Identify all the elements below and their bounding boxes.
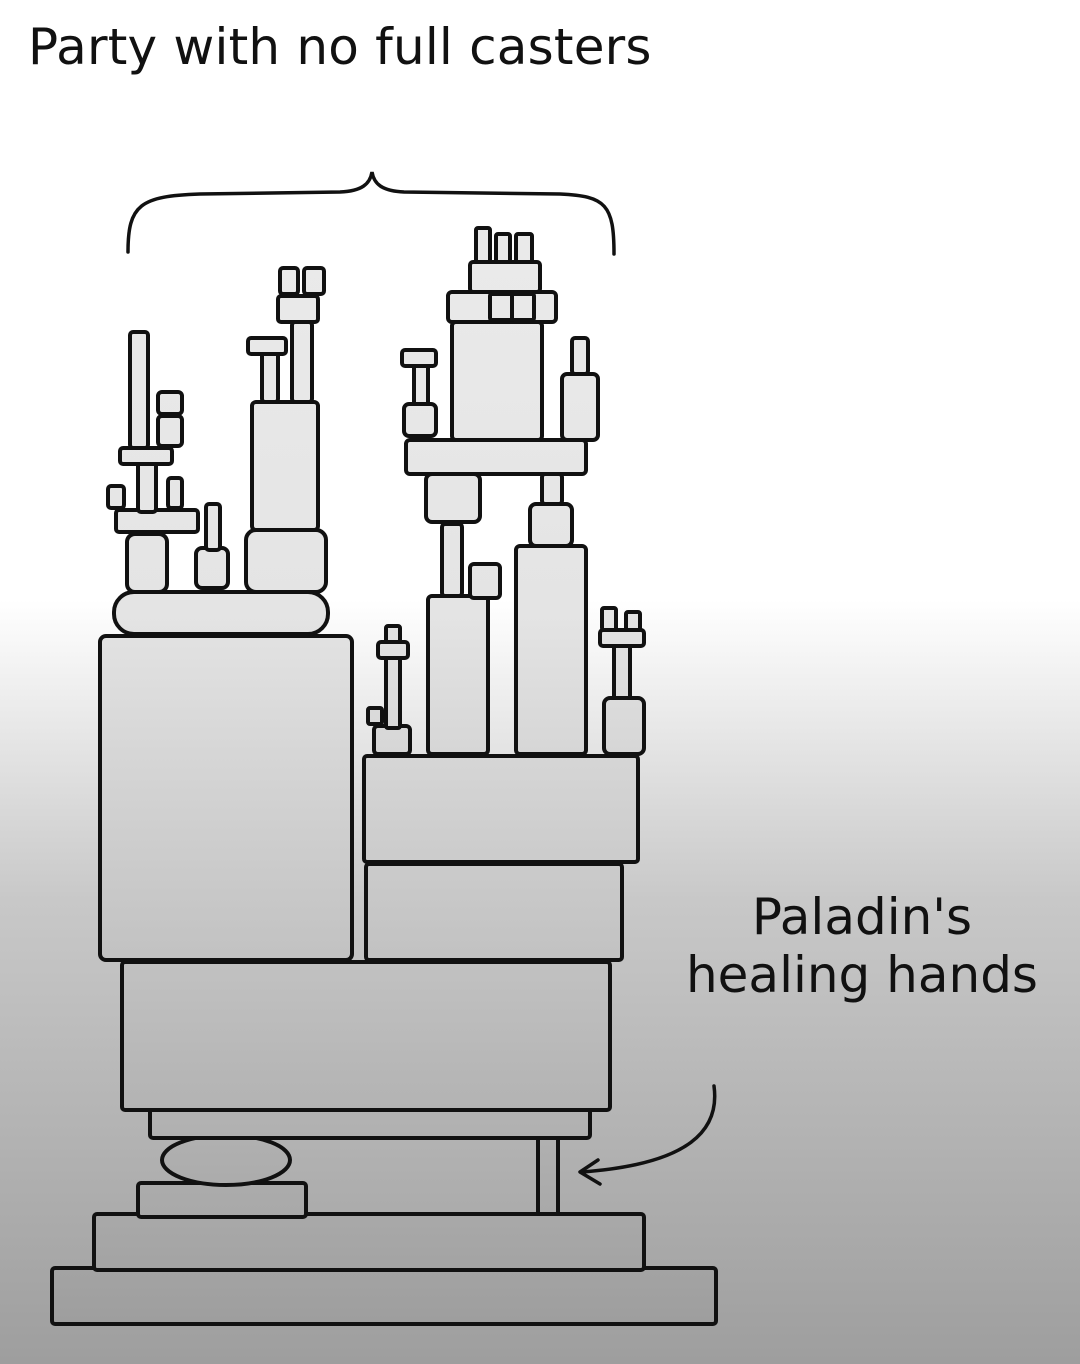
left-bottle-neck [204,502,222,552]
right-hanging-block [424,472,482,524]
callout-line-1: Paladin's [751,888,973,946]
right-shelf-bottle [402,402,438,438]
left-post-short [260,350,280,404]
left-small-cube-b [156,414,184,448]
paladin-healing-pillar [536,1136,560,1216]
left-post [136,460,158,514]
right-pillar-b-cap [528,502,574,548]
left-drum [244,528,328,594]
right-lower-block [364,862,624,962]
left-nub-a [106,484,126,510]
left-tall-post [128,330,150,450]
right-side-bottle [560,372,600,442]
right-pillar-a [426,594,490,756]
left-top-nub-b [302,266,326,296]
right-house-upper [468,260,542,294]
left-tall-block [250,400,320,532]
right-mid-block [362,754,640,864]
left-rounded-slab [112,590,330,636]
right-house-body [450,320,544,442]
callout-arrow [580,1084,717,1174]
right-small-top [384,624,402,644]
foundation-small-slab [136,1181,308,1219]
right-shelf [404,438,588,476]
arrow-head-icon [578,1158,602,1186]
right-house-nub-c [514,232,534,264]
right-small-base [372,724,412,756]
right-pillar-b [514,544,588,756]
right-far-bottle [602,696,646,756]
right-house-nub-b [494,232,512,264]
right-small-nub [366,706,384,726]
comic-title: Party with no full casters [28,18,652,76]
right-far-nub-a [600,606,618,632]
left-cap-plate [246,336,288,356]
foundation-round-stone [160,1133,292,1187]
left-nub-b [166,476,184,510]
left-crossbar-2 [118,446,174,466]
right-roof-inner-b [510,292,536,322]
left-small-bottle [194,546,230,590]
foundation-bottom-slab [50,1266,718,1326]
left-big-block [98,634,354,962]
right-far-cap [598,628,646,648]
curly-brace [126,171,616,256]
right-far-nub-b [624,610,642,632]
left-crossbar [114,508,200,534]
right-small-cap [376,640,410,660]
right-far-post [612,644,632,700]
left-small-cube-a [156,390,184,416]
right-pillar-b-neck [540,472,564,506]
tower-blocks [50,226,718,1326]
foundation-second-slab [92,1212,646,1272]
left-top-nub-a [278,266,300,296]
right-house-nub-a [474,226,492,264]
left-cylinder [125,532,169,594]
left-column-cap [276,294,320,324]
right-pillar-a-post [440,522,464,598]
callout-label: Paladin's healing hands [652,888,1072,1004]
callout-line-2: healing hands [685,946,1038,1004]
right-shelf-post [412,362,430,406]
large-base-block [120,960,612,1112]
right-roof-inner-a [488,292,514,322]
left-column [290,320,314,404]
right-pillar-a-nub [468,562,502,600]
right-side-neck [570,336,590,376]
right-shelf-cap [400,348,438,368]
